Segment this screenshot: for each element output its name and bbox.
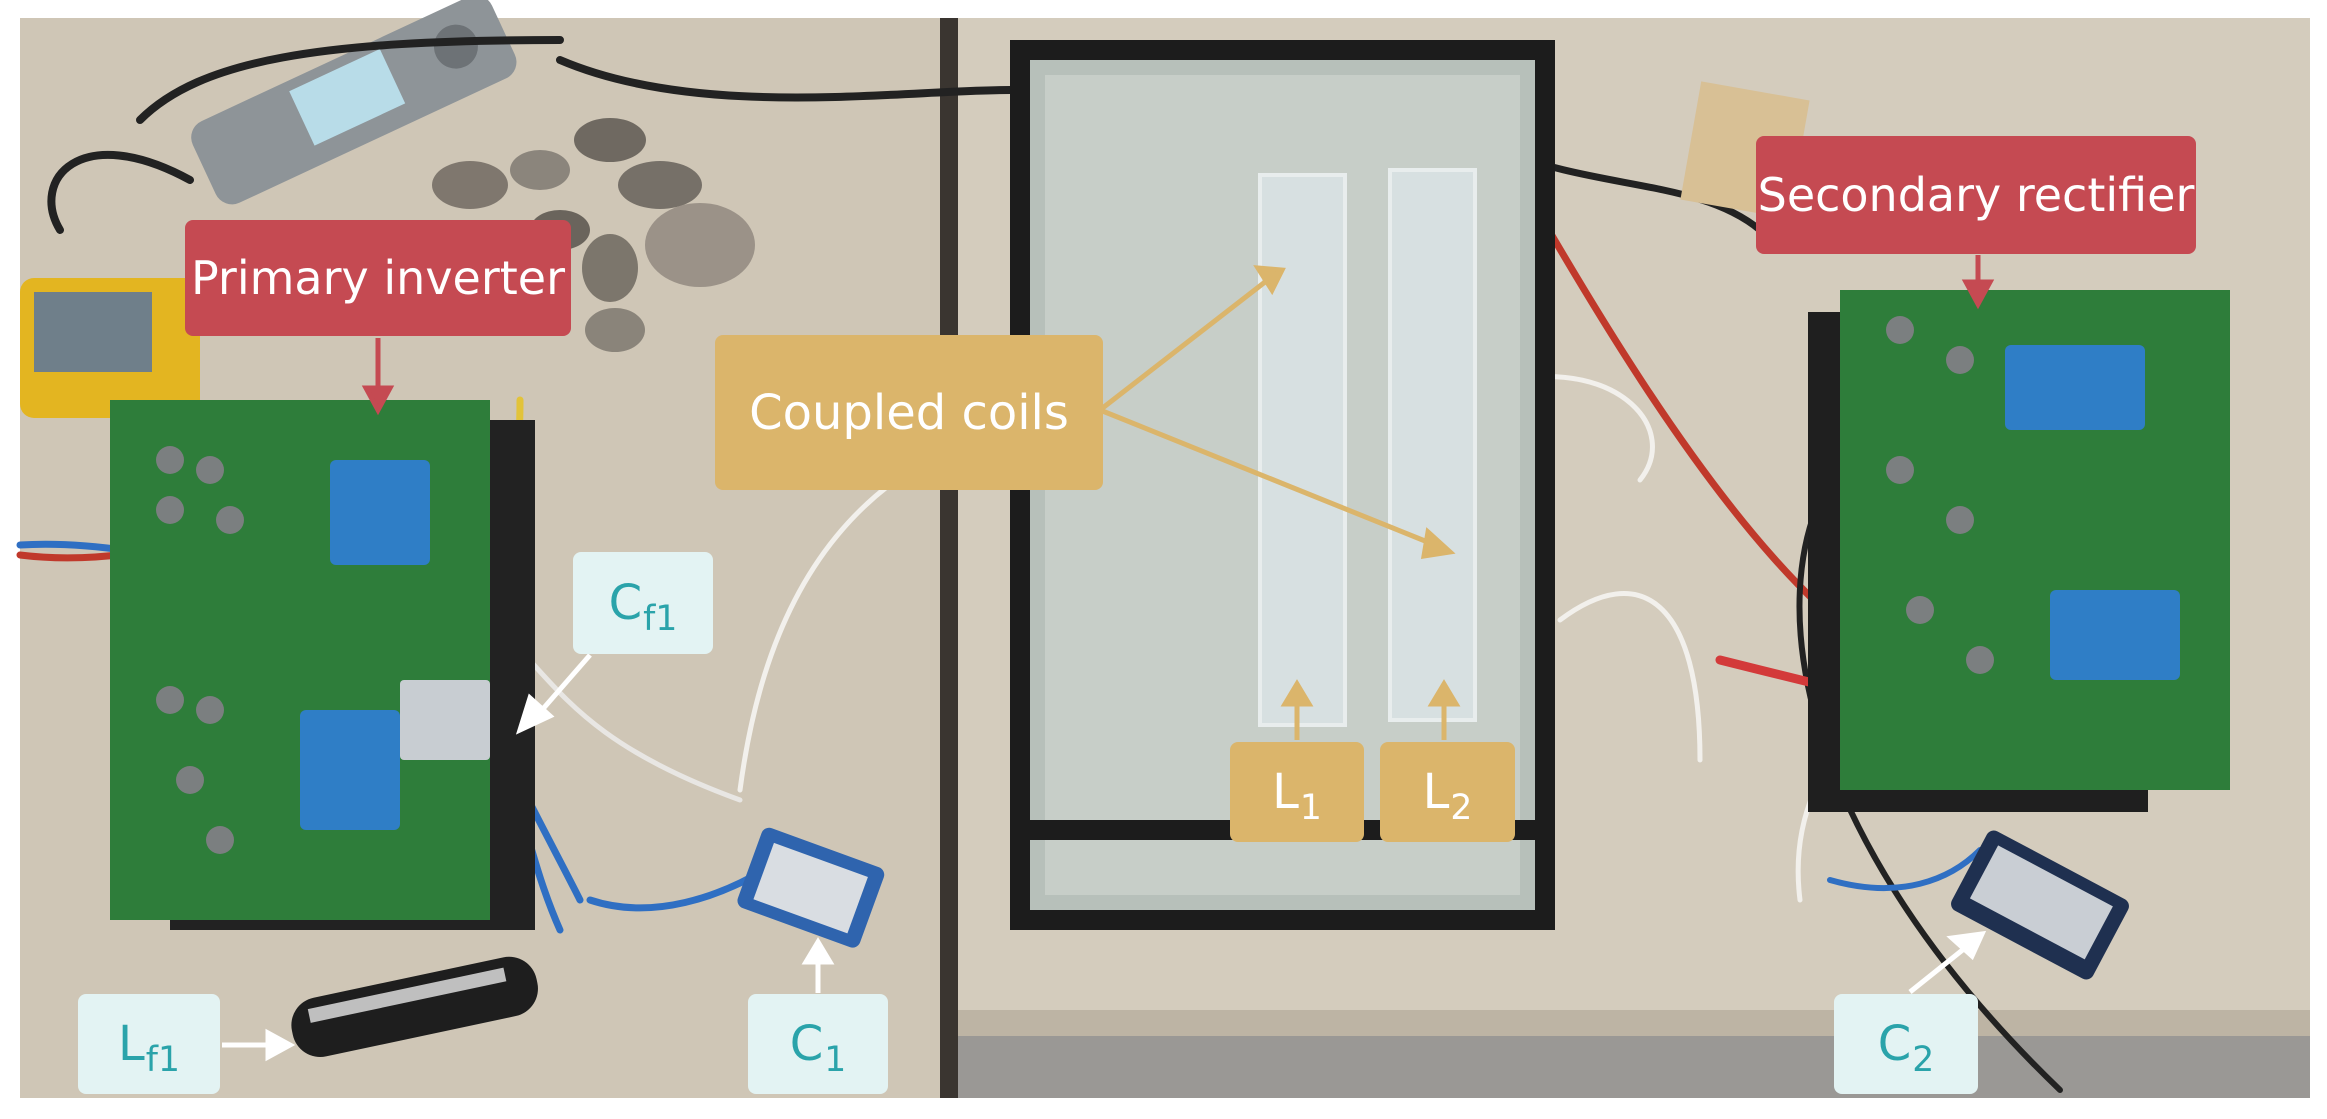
inductor-lf1 [291, 956, 538, 1058]
secondary-rectifier-label: Secondary rectifier [1756, 136, 2196, 254]
rocks [432, 118, 755, 352]
current-probe [191, 0, 517, 205]
l2-base: L [1422, 764, 1450, 820]
coupled-coils-text: Coupled coils [749, 384, 1069, 441]
primary-inverter-text: Primary inverter [191, 251, 565, 305]
lf1-label: Lf1 [78, 994, 220, 1094]
capacitor-c1 [737, 827, 885, 948]
primary-inverter-label: Primary inverter [185, 220, 571, 336]
l2-sub: 2 [1450, 788, 1473, 829]
cf1-base: C [608, 575, 643, 631]
cf1-sub: f1 [643, 599, 678, 640]
arrow-c1 [801, 937, 835, 993]
lf1-base: L [118, 1016, 145, 1072]
cf1-label: Cf1 [573, 552, 713, 654]
secondary-rectifier-text: Secondary rectifier [1757, 168, 2195, 222]
l2-text: L2 [1422, 764, 1473, 828]
coupled-coils-label: Coupled coils [715, 335, 1103, 490]
capacitor-c2 [1951, 830, 2129, 980]
c2-text: C2 [1877, 1016, 1935, 1080]
coil-l2-glass [1388, 168, 1477, 722]
c1-sub: 1 [824, 1040, 847, 1081]
annotation-arrows [222, 255, 1995, 1062]
l1-text: L1 [1272, 764, 1322, 828]
l2-label: L2 [1380, 742, 1515, 842]
coil-l1-glass [1258, 173, 1347, 727]
c1-base: C [789, 1016, 824, 1072]
lf1-sub: f1 [145, 1040, 180, 1081]
cf1-text: Cf1 [608, 575, 678, 639]
lf1-text: Lf1 [118, 1016, 180, 1080]
c2-base: C [1877, 1016, 1912, 1072]
c1-text: C1 [789, 1016, 847, 1080]
arrow-cf1 [515, 653, 592, 735]
c2-label: C2 [1834, 994, 1978, 1094]
table-gap [940, 18, 958, 1098]
arrow-primary-inverter [361, 338, 395, 416]
arrow-secondary-rectifier [1961, 255, 1995, 310]
c1-label: C1 [748, 994, 888, 1094]
arrow-c2 [1908, 930, 1987, 994]
l1-label: L1 [1230, 742, 1364, 842]
arrow-l2 [1427, 679, 1461, 740]
c2-sub: 2 [1912, 1040, 1935, 1081]
arrow-lf1 [222, 1028, 296, 1062]
multimeter-screen [34, 292, 152, 372]
l1-sub: 1 [1299, 788, 1322, 829]
arrow-l1 [1280, 679, 1314, 740]
arrow-coupled-coils [1098, 265, 1456, 559]
primary-inverter-board [110, 400, 535, 930]
floor [958, 1030, 2310, 1098]
l1-base: L [1272, 764, 1299, 820]
table-edge [958, 1010, 2310, 1036]
secondary-rectifier-board [1808, 290, 2230, 812]
